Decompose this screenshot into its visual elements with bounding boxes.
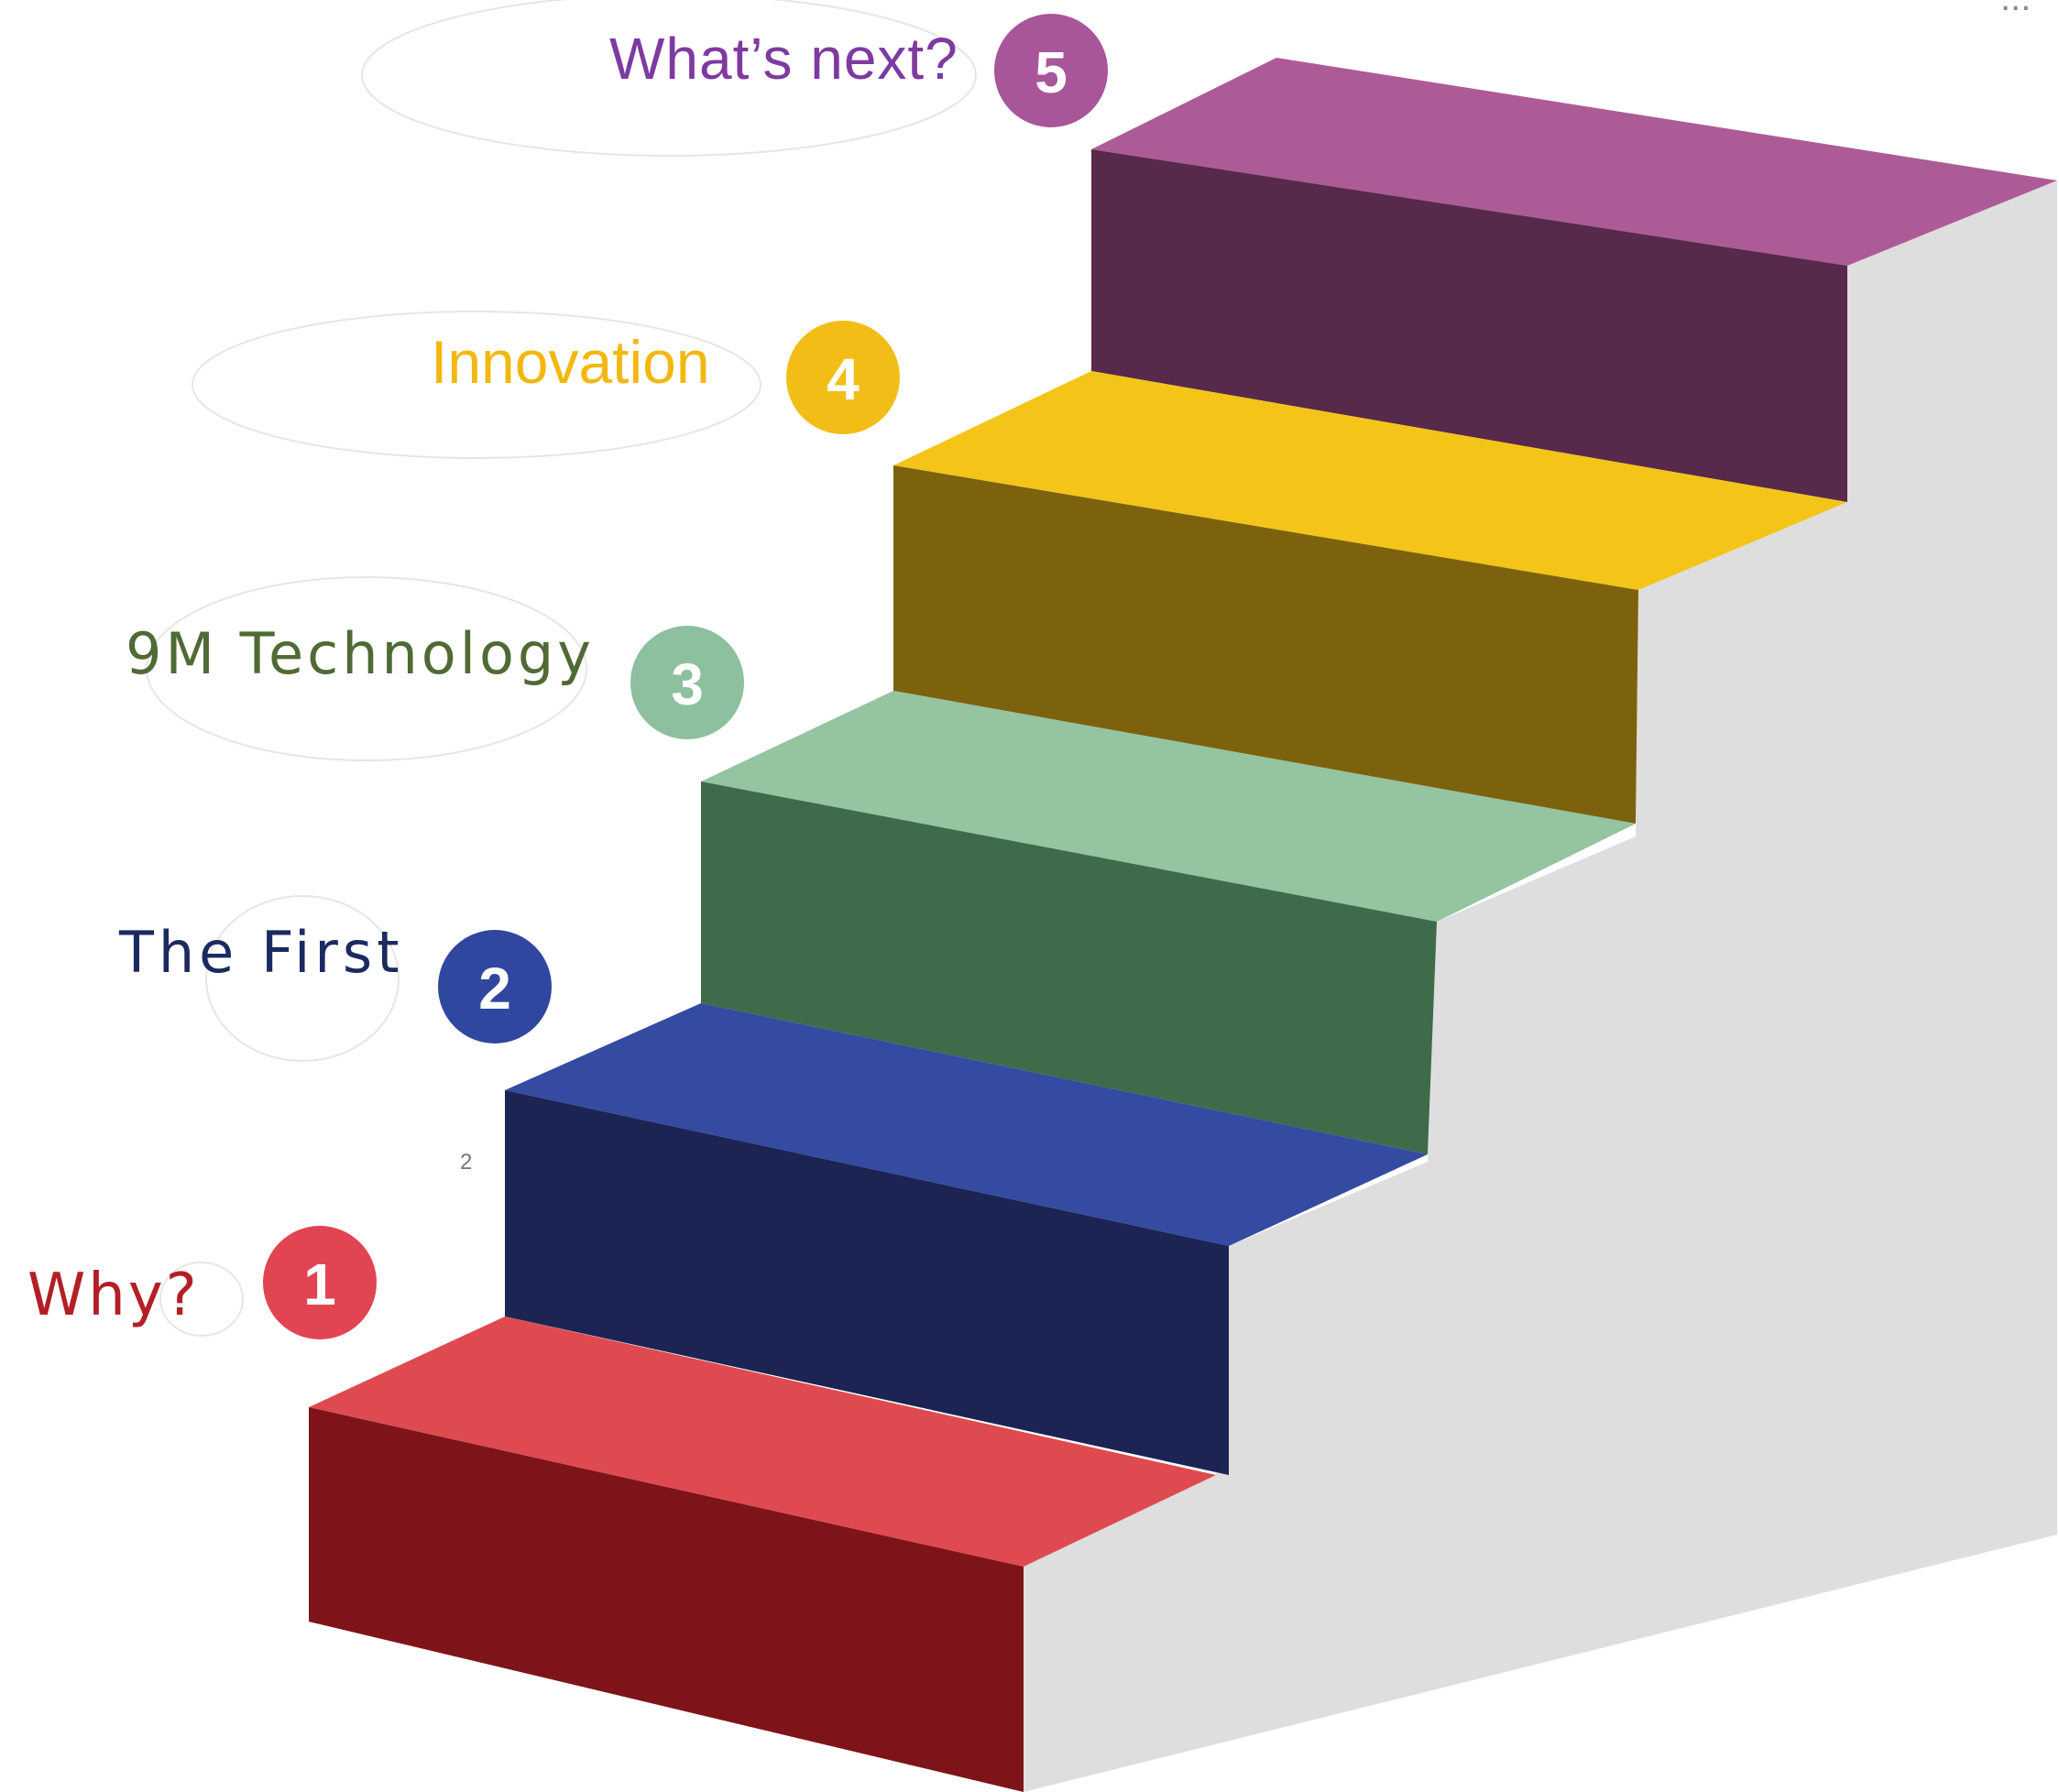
step-badge-3-number: 3	[671, 651, 704, 717]
step-badge-5-number: 5	[1035, 39, 1068, 105]
step-1-tread	[309, 1317, 1216, 1567]
step-5-riser	[1091, 149, 1847, 502]
step-badge-2: 2	[438, 930, 552, 1044]
step-3-tread	[701, 691, 1636, 922]
step-badge-1-number: 1	[303, 1251, 336, 1317]
page-number: 2	[460, 1150, 473, 1175]
corner-mark: ...	[2000, 0, 2031, 19]
step-label-3: 9M Technology	[126, 620, 595, 687]
step-2-riser	[505, 1090, 1229, 1475]
step-label-4: Innovation	[431, 328, 710, 396]
staircase-side-wall	[1024, 180, 2057, 1792]
label-ellipse-1	[159, 1262, 244, 1337]
step-label-2: The First	[119, 919, 404, 986]
step-badge-2-number: 2	[478, 956, 511, 1022]
step-5-tread	[1091, 58, 2057, 266]
step-label-5: What’s next?	[609, 26, 958, 92]
step-label-1: Why?	[27, 1262, 200, 1329]
step-badge-3: 3	[630, 626, 744, 739]
step-1-riser	[309, 1407, 1024, 1792]
step-badge-4: 4	[786, 321, 900, 434]
step-2-tread	[505, 1003, 1428, 1246]
label-ellipse-5	[361, 0, 977, 157]
step-3-riser	[701, 781, 1437, 1154]
step-badge-4-number: 4	[827, 346, 860, 412]
step-badge-1: 1	[263, 1226, 377, 1339]
label-ellipse-2	[205, 895, 400, 1062]
step-4-riser	[893, 465, 1638, 824]
step-4-tread	[893, 371, 1847, 590]
label-ellipse-4	[192, 311, 761, 459]
label-ellipse-3	[146, 576, 587, 761]
step-badge-5: 5	[994, 14, 1108, 127]
